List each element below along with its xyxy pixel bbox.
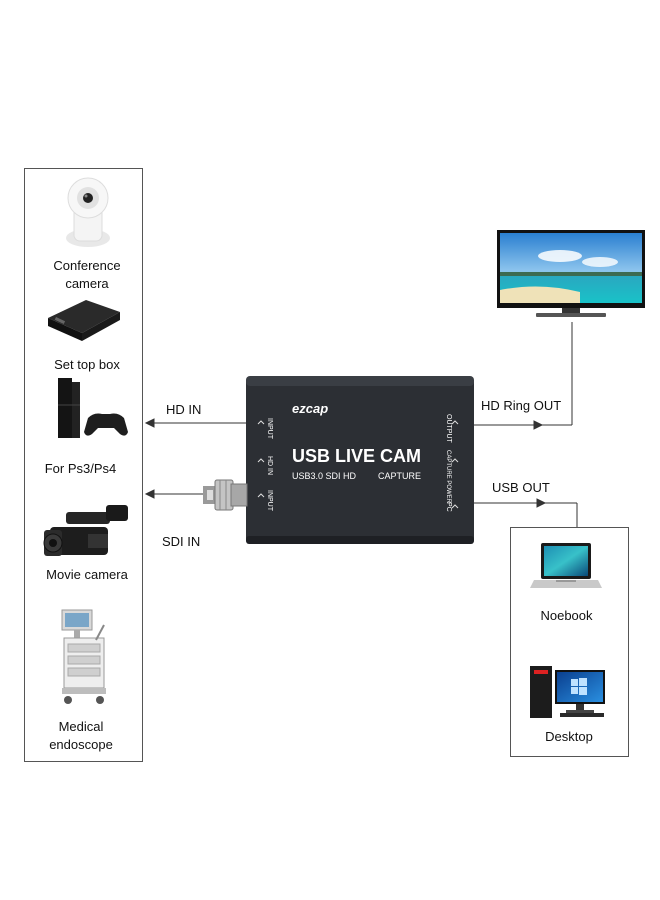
sdi-in-arrow [144,489,155,499]
label-usb-out: USB OUT [492,480,550,495]
label-ps3-ps4: For Ps3/Ps4 [44,461,117,476]
usb-out-arrow [536,498,547,508]
label-desktop: Desktop [545,729,593,744]
label-conference-camera: Conference camera [53,258,121,291]
label-movie-camera: Movie camera [46,567,128,582]
port-label-right-1: OUTPUT [445,414,452,444]
device-title: USB LIVE CAM [292,446,421,466]
port-label-left-3: INPUT [266,490,273,512]
device-brand: ezcap [292,401,328,416]
laptop-icon [530,543,602,588]
label-sdi-in: SDI IN [162,534,201,549]
hd-in-arrow [144,418,155,428]
label-hd-ring-out: HD Ring OUT [481,398,562,413]
hd-ring-out-arrow [533,420,544,430]
port-label-left-1: INPUT [266,418,273,440]
tv-monitor-icon [497,230,645,317]
label-hd-in: HD IN [166,402,202,417]
device-subtitle-right: CAPTURE [378,471,421,481]
movie-camera-icon [43,505,128,556]
bnc-connector [203,479,248,511]
label-medical-endoscope: Medical endoscope [49,719,113,752]
label-set-top-box: Set top box [54,357,120,372]
endoscope-cart-icon [61,609,106,704]
set-top-box-icon [48,300,120,341]
port-label-right-2: CAPTURE POWER [445,450,451,504]
usb-live-cam-device: INPUT HD IN INPUT OUTPUT CAPTURE POWER P… [203,376,474,544]
conference-camera-icon [66,177,110,247]
desktop-pc-icon [530,666,605,718]
label-notebook: Noebook [540,608,593,623]
device-subtitle-left: USB3.0 SDI HD [292,471,357,481]
port-label-right-3: PC [445,502,452,512]
port-label-left-2: HD IN [266,456,273,475]
game-console-icon [58,378,128,438]
